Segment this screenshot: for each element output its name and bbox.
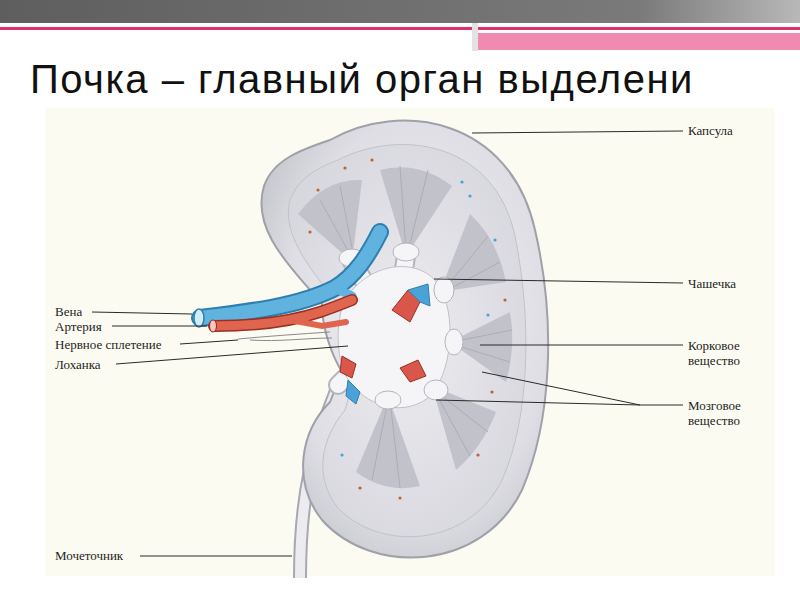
calyx-cup bbox=[434, 277, 454, 303]
leader-line bbox=[480, 345, 683, 346]
artery-cut-end bbox=[210, 320, 217, 332]
dot bbox=[486, 313, 489, 316]
calyx-cup bbox=[393, 243, 419, 261]
leader-line bbox=[180, 340, 238, 344]
calyx-cup bbox=[424, 380, 448, 400]
dot bbox=[398, 496, 401, 499]
dot bbox=[460, 180, 463, 183]
calyx-cup bbox=[445, 329, 463, 355]
part-label: Мочеточник bbox=[55, 548, 123, 563]
part-label: Чашечка bbox=[688, 276, 736, 291]
leader-line bbox=[112, 326, 207, 327]
dot bbox=[503, 298, 506, 301]
top-bar bbox=[0, 0, 800, 23]
vein-branch bbox=[408, 284, 430, 306]
dot bbox=[316, 188, 319, 191]
leader-lines bbox=[92, 131, 683, 556]
nerve-plexus bbox=[238, 332, 332, 341]
renal-pelvis bbox=[338, 267, 450, 408]
part-label: Лоханка bbox=[55, 357, 101, 372]
dot bbox=[493, 238, 496, 241]
dot bbox=[343, 166, 346, 169]
dot bbox=[370, 158, 373, 161]
renal-artery bbox=[214, 300, 352, 326]
leader-line bbox=[472, 131, 683, 133]
part-label: Вена bbox=[55, 304, 82, 319]
renal-artery-branch bbox=[290, 320, 346, 326]
vein-branch bbox=[346, 380, 360, 404]
dot bbox=[340, 453, 343, 456]
striation bbox=[372, 400, 400, 488]
accent-divider bbox=[472, 23, 478, 51]
part-label: Артерия bbox=[55, 319, 102, 334]
dot bbox=[476, 453, 479, 456]
artery-branch bbox=[340, 356, 356, 378]
calyx-cup bbox=[375, 391, 401, 409]
pyramid bbox=[380, 167, 452, 256]
renal-artery-outline bbox=[214, 300, 352, 326]
accent-line bbox=[0, 27, 800, 30]
striation bbox=[320, 186, 354, 258]
accent-bar bbox=[478, 33, 800, 50]
part-label: Нервное сплетение bbox=[55, 337, 162, 352]
leader-line bbox=[92, 312, 192, 314]
slide-title: Почка – главный орган выделени bbox=[30, 56, 694, 102]
part-label: Мозговое вещество bbox=[688, 398, 768, 428]
vein-cut-end bbox=[194, 309, 204, 327]
leader-line bbox=[140, 556, 292, 557]
dot bbox=[468, 194, 471, 197]
dot bbox=[358, 486, 361, 489]
part-label: Корковое вещество bbox=[688, 338, 768, 368]
leader-line bbox=[436, 372, 683, 405]
part-label: Капсула bbox=[688, 123, 733, 138]
artery-branch bbox=[400, 360, 426, 382]
renal-cortex bbox=[288, 145, 526, 537]
leader-line bbox=[434, 279, 683, 283]
pyramid bbox=[356, 396, 420, 488]
pyramid-striations bbox=[320, 166, 512, 488]
dot bbox=[308, 230, 311, 233]
dot bbox=[490, 390, 493, 393]
striation bbox=[400, 166, 428, 252]
picture-panel bbox=[45, 108, 775, 576]
